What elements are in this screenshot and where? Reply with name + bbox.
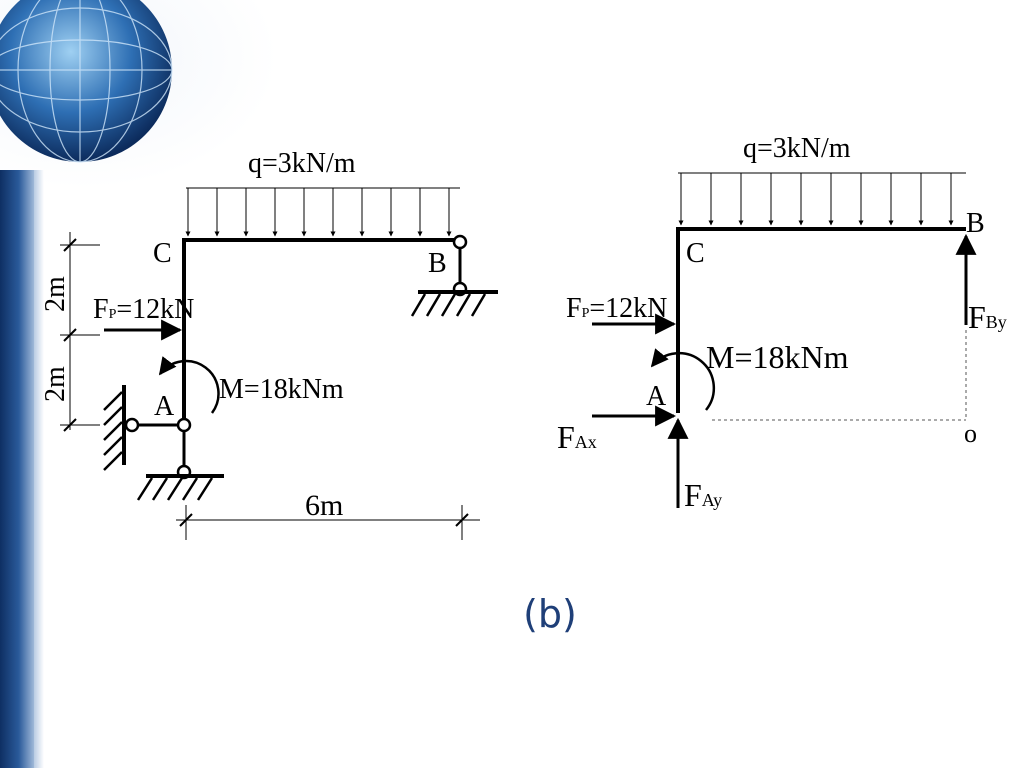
right-load-arrows bbox=[678, 173, 954, 226]
left-a-wall-hatch bbox=[103, 391, 123, 471]
left-moment-arc bbox=[158, 356, 220, 414]
right-moment-arc bbox=[650, 348, 716, 411]
right-fax-label: FAx bbox=[557, 419, 597, 455]
right-moment-label: M=18kNm bbox=[706, 339, 849, 375]
globe-decoration bbox=[0, 0, 280, 190]
left-b-pin bbox=[452, 234, 468, 250]
left-moment-label: M=18kNm bbox=[219, 374, 344, 405]
figure-caption: (b) bbox=[523, 592, 577, 636]
left-b-hatch bbox=[410, 293, 487, 317]
left-dim-upper: 2m bbox=[40, 276, 71, 312]
left-dim-horizontal bbox=[176, 505, 480, 540]
left-node-b: B bbox=[428, 248, 447, 279]
right-node-a: A bbox=[646, 381, 667, 412]
right-fby-label: FBy bbox=[968, 299, 1007, 335]
left-dim-span: 6m bbox=[305, 489, 343, 522]
left-frame bbox=[182, 238, 460, 425]
right-load-label: q=3kN/m bbox=[743, 133, 851, 164]
right-fp-label: FP=12kN bbox=[566, 293, 667, 324]
left-load-label: q=3kN/m bbox=[248, 148, 356, 179]
left-dim-lower: 2m bbox=[40, 366, 71, 402]
left-a-ground-hatch bbox=[136, 477, 214, 501]
left-figure: q=3kN/m C bbox=[40, 148, 498, 540]
right-node-c: C bbox=[686, 238, 705, 269]
globe-icon bbox=[0, 0, 173, 163]
left-a-pin bbox=[176, 417, 192, 433]
right-node-o: o bbox=[964, 419, 977, 448]
left-fp-label: FP=12kN bbox=[93, 294, 194, 325]
left-node-a: A bbox=[154, 391, 175, 422]
right-node-b: B bbox=[966, 208, 985, 239]
side-band-edge bbox=[34, 170, 44, 768]
left-dim-vertical bbox=[60, 232, 100, 432]
left-node-c: C bbox=[153, 238, 172, 269]
right-figure: q=3kN/m C B FBy o bbox=[557, 133, 1007, 513]
side-band bbox=[0, 170, 34, 768]
left-load-arrows bbox=[185, 188, 452, 237]
right-frame bbox=[676, 227, 966, 413]
left-a-wall-pin bbox=[124, 417, 140, 433]
right-fay-label: FAy bbox=[684, 477, 722, 513]
